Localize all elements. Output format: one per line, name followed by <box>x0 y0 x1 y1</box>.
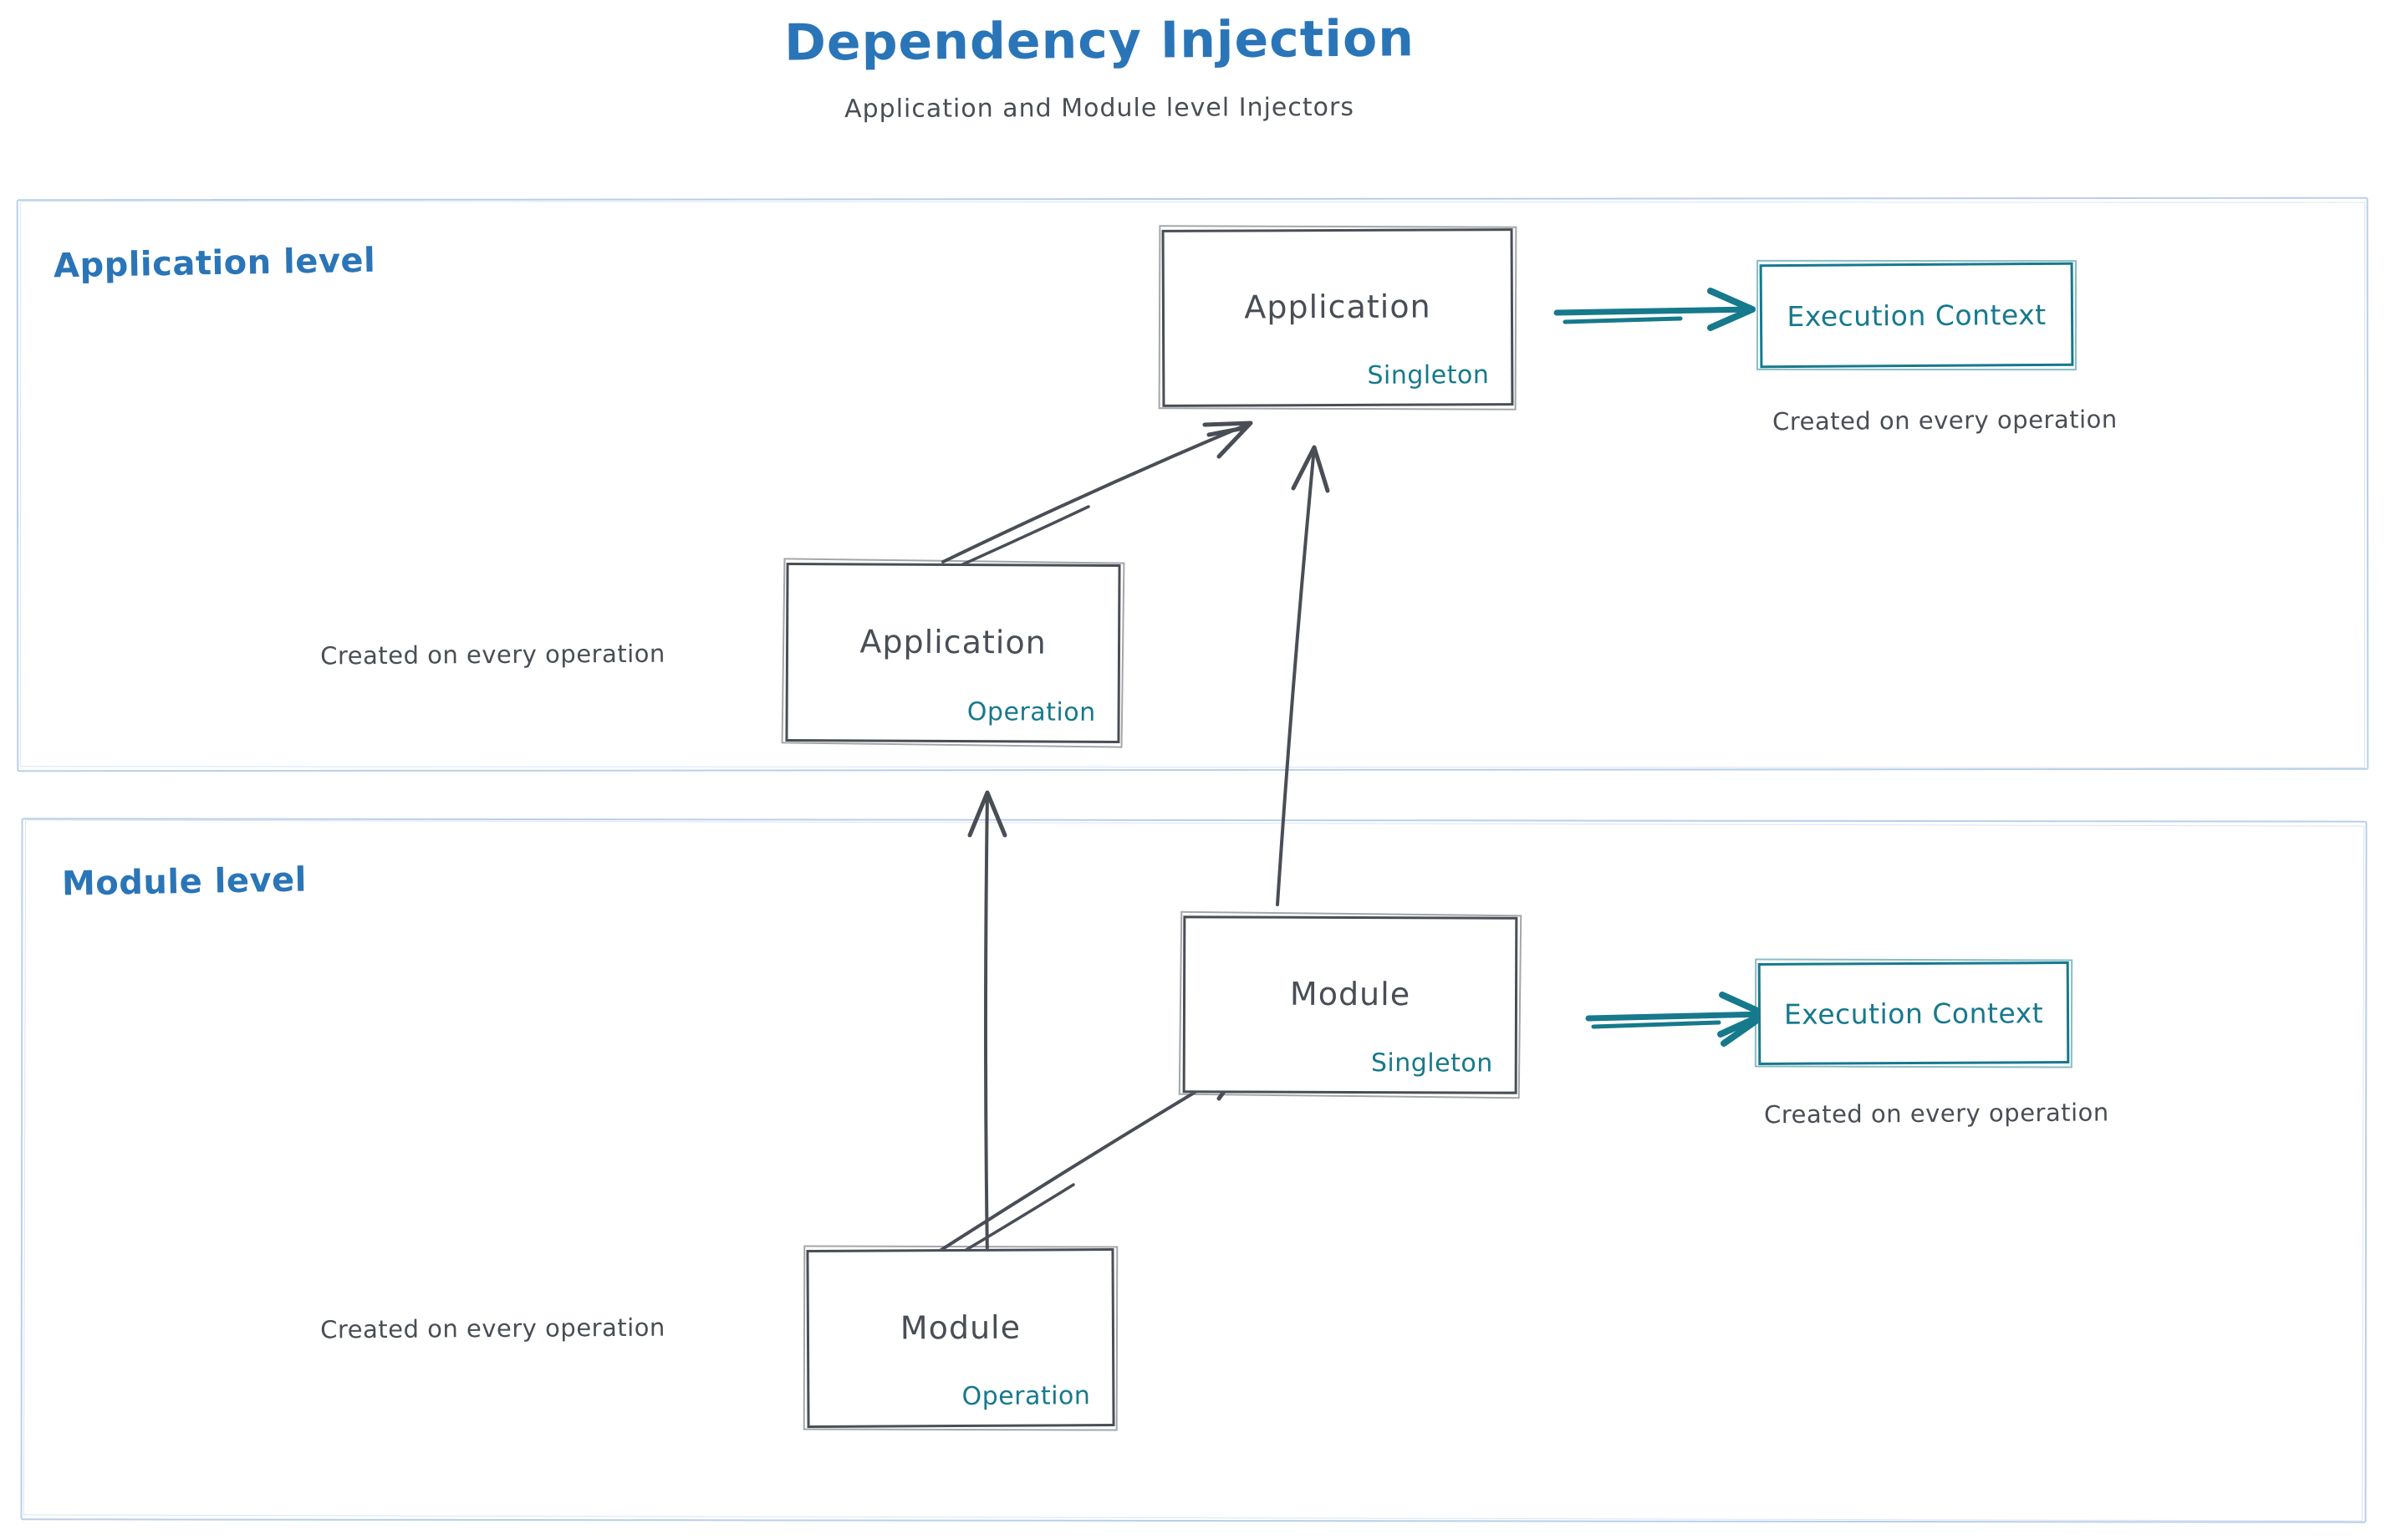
page-title: Dependency Injection <box>783 9 1415 73</box>
module-execution-context-node: Execution Context <box>1757 961 2070 1065</box>
node-title: Module <box>900 1308 1022 1346</box>
application-execution-context-node: Execution Context <box>1759 262 2074 369</box>
application-singleton-node: Application Singleton <box>1161 228 1514 407</box>
module-singleton-node: Module Singleton <box>1182 915 1518 1094</box>
app-execution-context-note: Created on every operation <box>1772 405 2118 436</box>
node-title: Application <box>1244 288 1431 326</box>
application-level-label: Application level <box>53 241 376 286</box>
app-operation-note: Created on every operation <box>320 639 665 671</box>
diagram-header: Dependency Injection Application and Mod… <box>598 9 1601 125</box>
node-scope-tag: Operation <box>966 697 1096 727</box>
module-operation-node: Module Operation <box>806 1248 1115 1428</box>
node-scope-tag: Singleton <box>1367 360 1490 390</box>
node-title: Application <box>859 623 1047 661</box>
module-level-label: Module level <box>61 860 308 904</box>
module-execution-context-note: Created on every operation <box>1763 1098 2109 1130</box>
module-operation-note: Created on every operation <box>320 1313 665 1344</box>
node-title: Module <box>1289 975 1411 1013</box>
node-title: Execution Context <box>1783 996 2044 1031</box>
node-title: Execution Context <box>1787 298 2047 333</box>
node-scope-tag: Operation <box>961 1381 1091 1411</box>
page-subtitle: Application and Module level Injectors <box>844 92 1354 125</box>
application-operation-node: Application Operation <box>785 562 1121 744</box>
node-scope-tag: Singleton <box>1370 1048 1493 1079</box>
